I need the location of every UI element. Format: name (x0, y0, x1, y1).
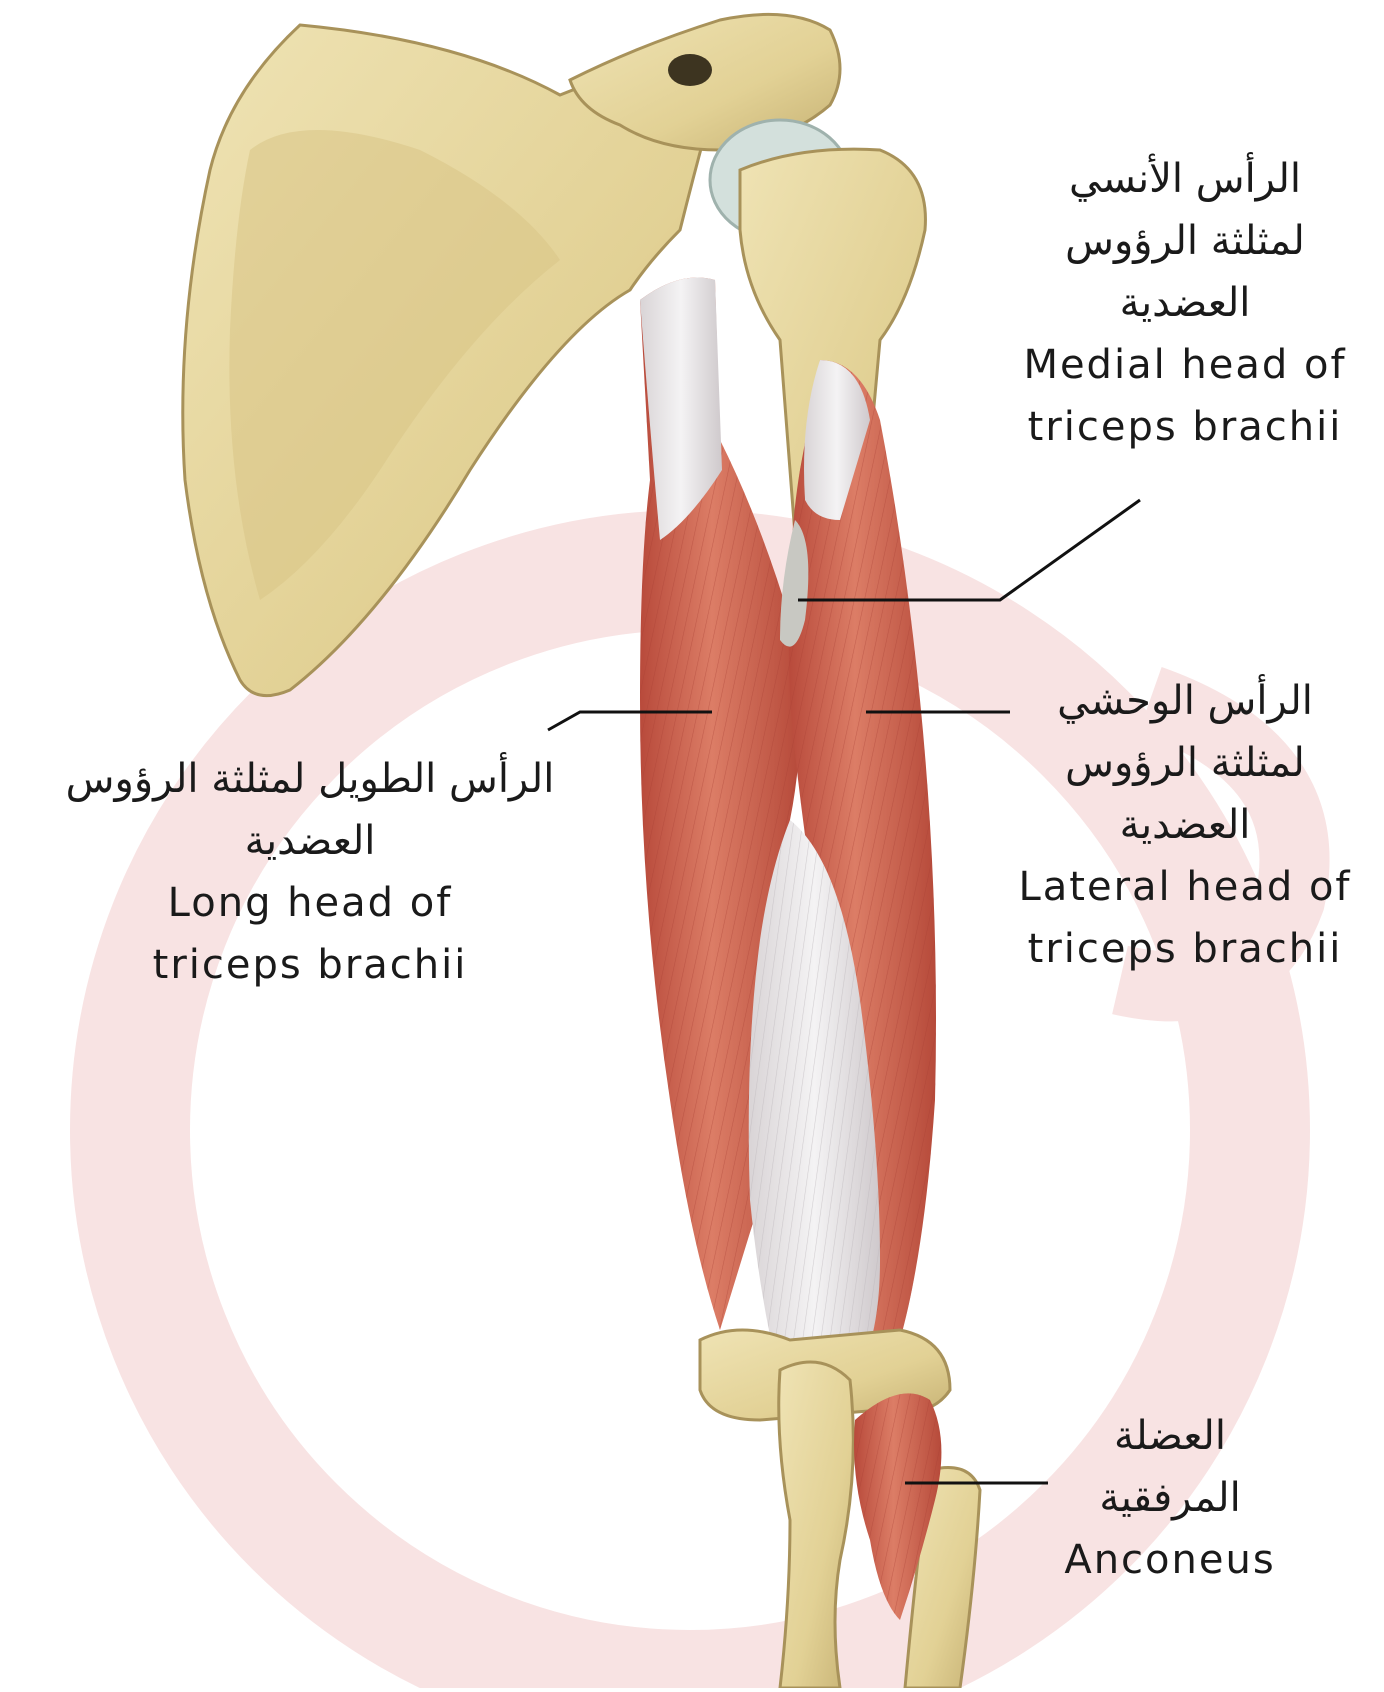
label-lateral-en-2: triceps brachii (1000, 918, 1370, 980)
label-lateral-en-1: Lateral head of (1000, 856, 1370, 918)
label-medial-ar-1: الرأس الأنسي (1000, 148, 1370, 210)
label-medial-en-1: Medial head of (1000, 334, 1370, 396)
label-long-en-2: triceps brachii (0, 934, 620, 996)
label-long-head: الرأس الطويل لمثلثة الرؤوس العضدية Long … (0, 748, 620, 996)
label-anconeus-ar-2: المرفقية (1040, 1467, 1300, 1529)
label-anconeus-ar-1: العضلة (1040, 1405, 1300, 1467)
label-lateral-head: الرأس الوحشي لمثلثة الرؤوس العضدية Later… (1000, 670, 1370, 980)
label-medial-en-2: triceps brachii (1000, 396, 1370, 458)
label-lateral-ar-2: لمثلثة الرؤوس (1000, 732, 1370, 794)
label-long-en-1: Long head of (0, 872, 620, 934)
label-medial-ar-3: العضدية (1000, 272, 1370, 334)
label-medial-ar-2: لمثلثة الرؤوس (1000, 210, 1370, 272)
label-long-ar-2: العضدية (0, 810, 620, 872)
label-lateral-ar-1: الرأس الوحشي (1000, 670, 1370, 732)
label-medial-head: الرأس الأنسي لمثلثة الرؤوس العضدية Media… (1000, 148, 1370, 458)
label-lateral-ar-3: العضدية (1000, 794, 1370, 856)
label-anconeus: العضلة المرفقية Anconeus (1040, 1405, 1300, 1591)
label-long-ar-1: الرأس الطويل لمثلثة الرؤوس (0, 748, 620, 810)
label-anconeus-en-1: Anconeus (1040, 1529, 1300, 1591)
